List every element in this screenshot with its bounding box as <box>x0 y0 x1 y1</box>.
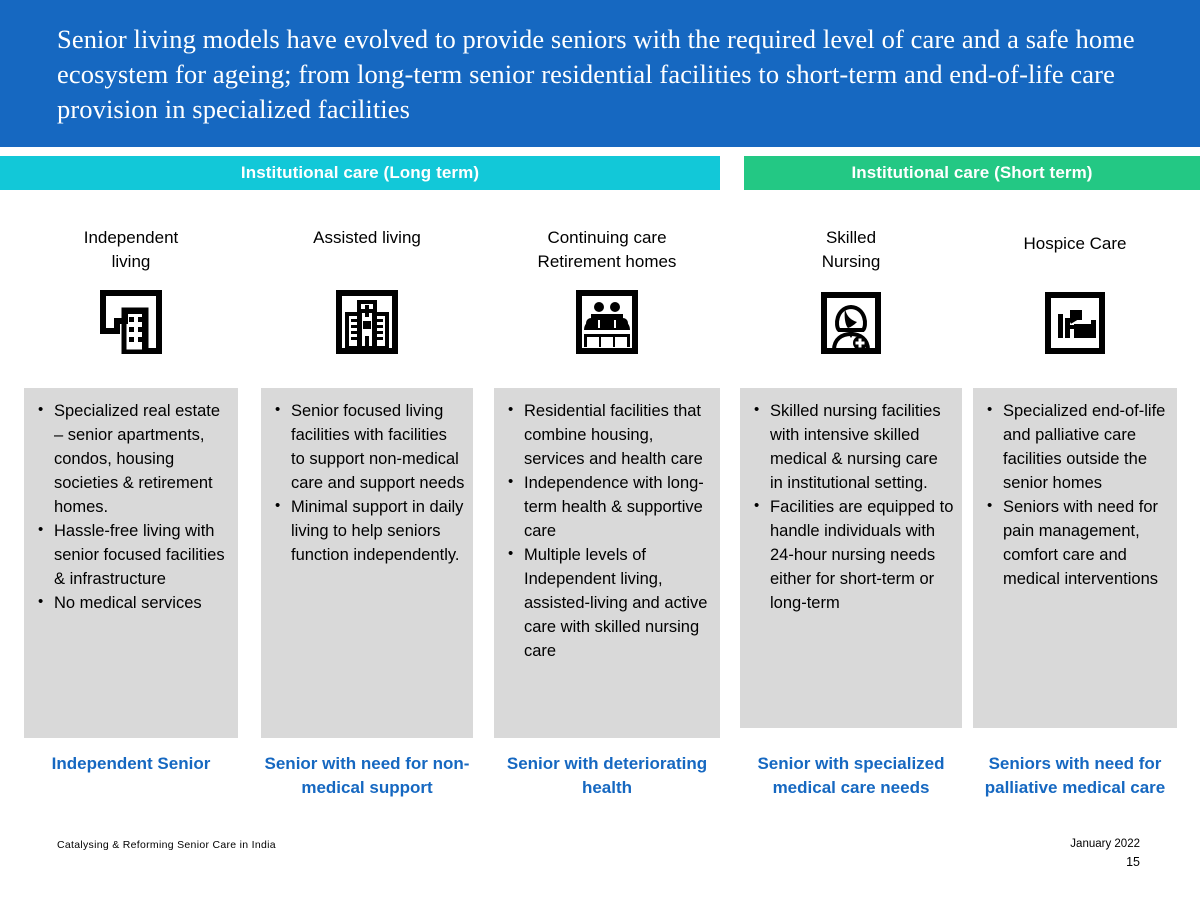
column-heading: Assisted living <box>313 228 421 247</box>
list-item: Minimal support in daily living to help … <box>269 494 465 567</box>
bullet-box: Skilled nursing facilities with intensiv… <box>740 388 962 728</box>
list-item: Independence with long-term health & sup… <box>502 470 712 543</box>
section-bar-short-term-label: Institutional care (Short term) <box>851 163 1093 182</box>
column-caption: Independent Senior <box>51 754 211 773</box>
bullet-box: Residential facilities that combine hous… <box>494 388 720 738</box>
bullet-box: Senior focused living facilities with fa… <box>261 388 473 738</box>
list-item: Specialized end-of-life and palliative c… <box>981 398 1169 495</box>
list-item: Residential facilities that combine hous… <box>502 398 712 471</box>
hospital-building-icon <box>261 290 473 354</box>
slide-title: Senior living models have evolved to pro… <box>57 24 1135 124</box>
list-item: Hassle-free living with senior focused f… <box>32 518 230 591</box>
bullet-list: Specialized end-of-life and palliative c… <box>981 398 1169 591</box>
nurse-icon <box>740 292 962 354</box>
column-heading: Skilled Nursing <box>821 228 881 271</box>
column-caption: Senior with need for non-medical support <box>264 754 470 797</box>
bullet-list: Skilled nursing facilities with intensiv… <box>748 398 954 615</box>
list-item: Skilled nursing facilities with intensiv… <box>748 398 954 495</box>
title-banner: Senior living models have evolved to pro… <box>0 0 1200 147</box>
bullet-list: Specialized real estate – senior apartme… <box>32 398 230 615</box>
section-bar-short-term: Institutional care (Short term) <box>744 156 1200 190</box>
list-item: Specialized real estate – senior apartme… <box>32 398 230 519</box>
footer-date: January 2022 <box>1070 838 1140 850</box>
column-caption: Senior with specialized medical care nee… <box>757 754 945 797</box>
list-item: Facilities are equipped to handle indivi… <box>748 494 954 615</box>
column-heading: Hospice Care <box>1023 234 1127 253</box>
list-item: Seniors with need for pain management, c… <box>981 494 1169 591</box>
section-bar-long-term-label: Institutional care (Long term) <box>240 163 480 182</box>
list-item: Senior focused living facilities with fa… <box>269 398 465 495</box>
column-caption: Seniors with need for palliative medical… <box>984 754 1166 797</box>
bullet-list: Senior focused living facilities with fa… <box>269 398 465 567</box>
list-item: Multiple levels of Independent living, a… <box>502 542 712 663</box>
footer-page-number: 15 <box>1126 855 1140 869</box>
bullet-list: Residential facilities that combine hous… <box>502 398 712 663</box>
list-item: No medical services <box>32 590 230 615</box>
hospital-bed-icon <box>973 292 1177 354</box>
bullet-box: Specialized real estate – senior apartme… <box>24 388 238 738</box>
column-heading: Independent living <box>83 228 179 271</box>
column-heading: Continuing care Retirement homes <box>537 228 677 271</box>
group-of-people-icon <box>494 290 720 354</box>
footer-source: Catalysing & Reforming Senior Care in In… <box>57 839 276 851</box>
section-bar-long-term: Institutional care (Long term) <box>0 156 720 190</box>
apartment-building-icon <box>24 290 238 354</box>
bullet-box: Specialized end-of-life and palliative c… <box>973 388 1177 728</box>
column-caption: Senior with deteriorating health <box>506 754 708 797</box>
